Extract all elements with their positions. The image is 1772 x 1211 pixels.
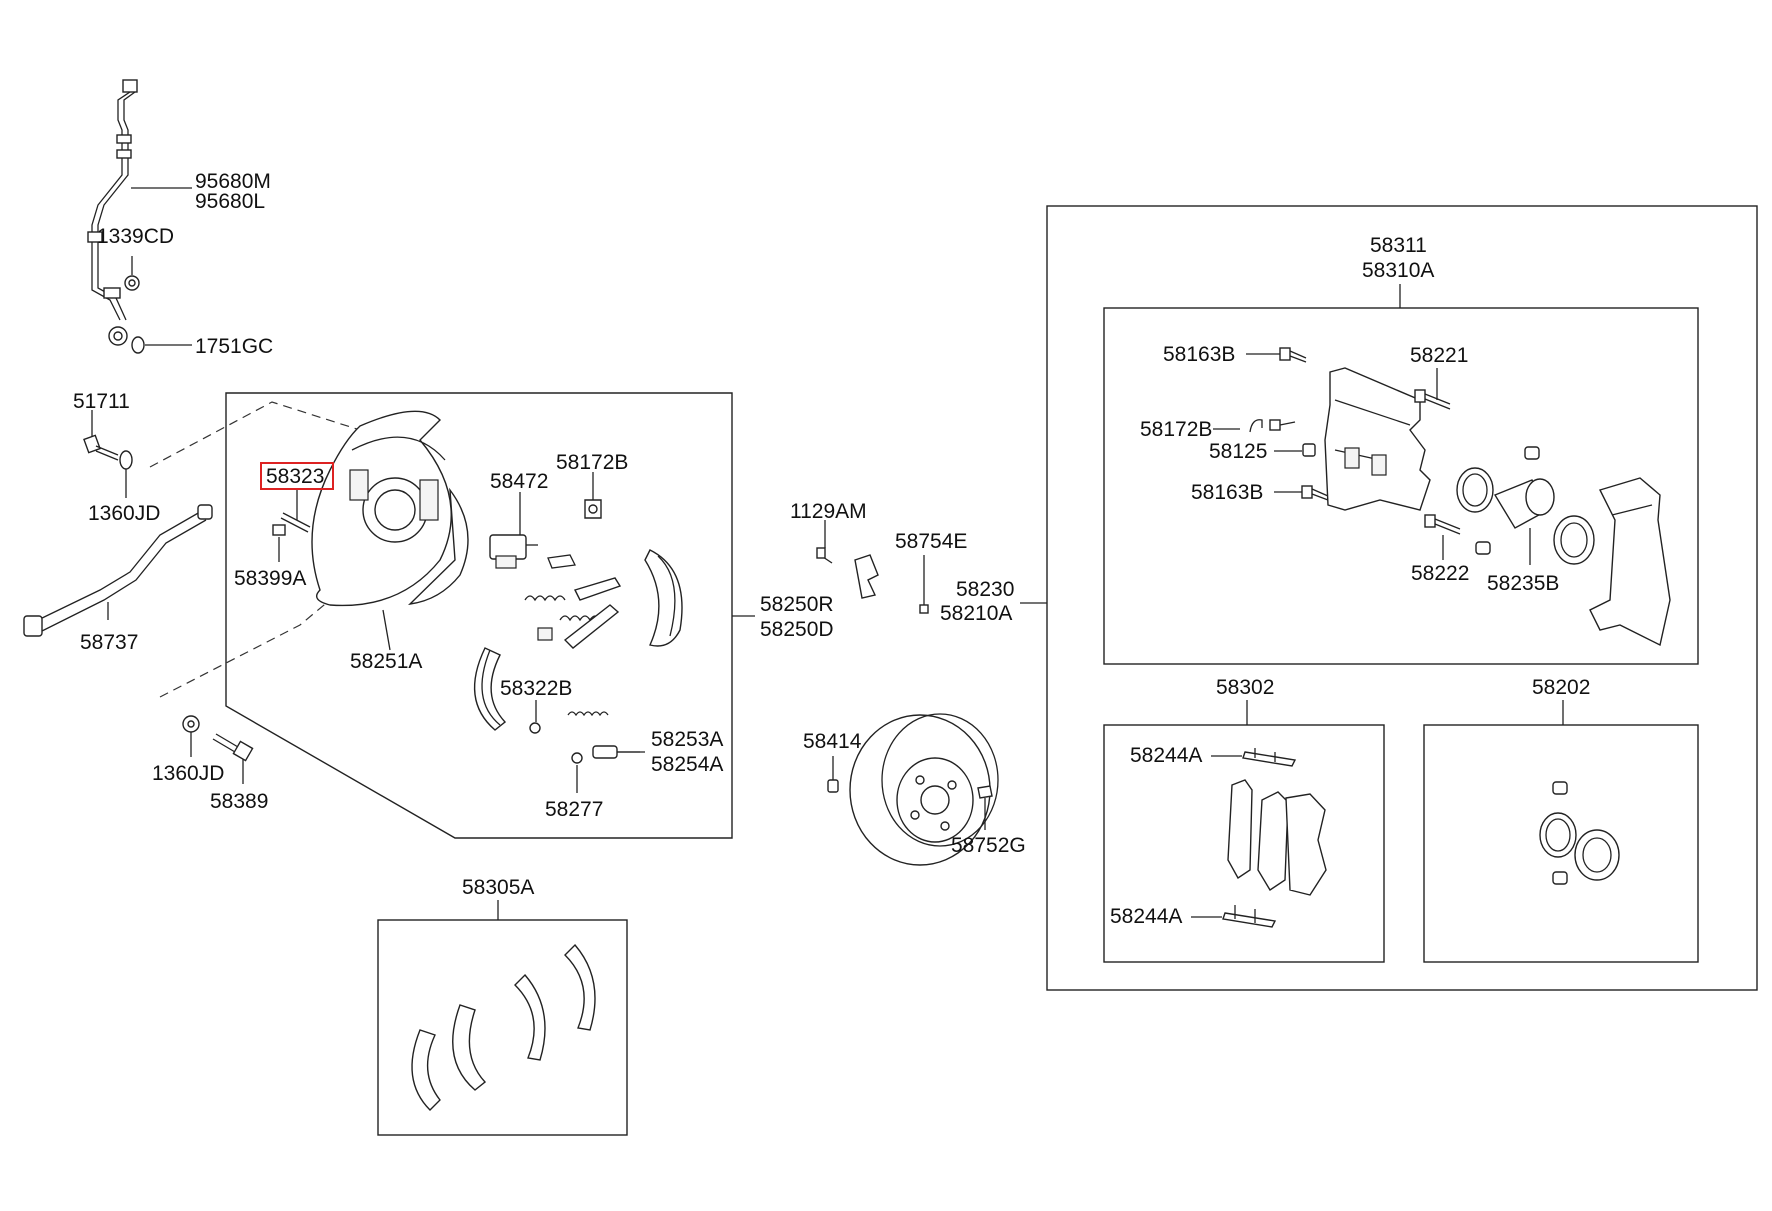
brake-pads-58302[interactable] xyxy=(1227,779,1327,896)
caliper-carrier-frame xyxy=(1103,307,1699,665)
clip-1751GC[interactable] xyxy=(131,336,145,354)
shoe-kit-58305A[interactable] xyxy=(411,943,596,1111)
adjuster-58472[interactable] xyxy=(489,534,538,569)
washer-1360JD-top[interactable] xyxy=(119,450,133,470)
clip-58172B-rear[interactable] xyxy=(584,499,602,519)
label-58310A: 58310A xyxy=(1362,259,1434,282)
seal-kit-58202[interactable] xyxy=(1539,781,1620,885)
bolt-58389[interactable] xyxy=(212,733,254,762)
label-58323: 58323 xyxy=(266,465,324,488)
nut-1339CD[interactable] xyxy=(124,275,140,291)
label-1360JD-bottom: 1360JD xyxy=(152,762,224,785)
bracket-58754E[interactable] xyxy=(854,554,879,599)
label-58754E: 58754E xyxy=(895,530,967,553)
bolt-51711[interactable] xyxy=(83,434,119,461)
label-1339CD: 1339CD xyxy=(97,225,174,248)
label-58752G: 58752G xyxy=(951,834,1026,857)
label-58125: 58125 xyxy=(1209,440,1267,463)
springs-and-levers[interactable] xyxy=(524,554,622,649)
guide-pin-58221[interactable] xyxy=(1414,389,1451,410)
label-58163B-top: 58163B xyxy=(1163,343,1235,366)
washer-1360JD-bottom[interactable] xyxy=(182,715,200,733)
label-95680M: 95680M xyxy=(195,170,271,193)
bleeder-58172B-front[interactable] xyxy=(1249,419,1296,433)
caliper-body[interactable] xyxy=(1324,367,1431,511)
label-58254A: 58254A xyxy=(651,753,723,776)
label-58399A: 58399A xyxy=(234,567,306,590)
shim-58244A-top[interactable] xyxy=(1242,748,1297,767)
brake-shoe-right[interactable] xyxy=(644,549,683,647)
label-58172B-rear: 58172B xyxy=(556,451,628,474)
clip-58752G[interactable] xyxy=(977,785,993,799)
wheel-speed-sensor[interactable] xyxy=(87,79,138,346)
label-58311: 58311 xyxy=(1370,234,1427,257)
label-58221: 58221 xyxy=(1410,344,1468,367)
label-51711: 51711 xyxy=(73,390,130,413)
label-58251A: 58251A xyxy=(350,650,422,673)
label-58202: 58202 xyxy=(1532,676,1590,699)
label-58244A-top: 58244A xyxy=(1130,744,1202,767)
bolt-58163B-bottom[interactable] xyxy=(1301,485,1329,501)
spring-58322B[interactable] xyxy=(529,711,609,734)
highlight-box-58323[interactable] xyxy=(260,462,334,490)
label-58414: 58414 xyxy=(803,730,862,753)
cap-58125[interactable] xyxy=(1302,443,1316,457)
label-58244A-bottom: 58244A xyxy=(1110,905,1182,928)
nut-58414[interactable] xyxy=(827,779,839,793)
front-caliper-outer-frame xyxy=(1046,205,1758,991)
piston-58235B[interactable] xyxy=(1493,478,1555,529)
label-1751GC: 1751GC xyxy=(195,335,273,358)
label-58277: 58277 xyxy=(545,798,603,821)
label-58235B: 58235B xyxy=(1487,572,1559,595)
spring-58277[interactable] xyxy=(571,752,583,764)
piston-seal-ring[interactable] xyxy=(1456,467,1494,513)
cup-58399A[interactable] xyxy=(272,524,286,536)
pad-kit-frame xyxy=(1103,724,1385,963)
label-95680L: 95680L xyxy=(195,190,265,213)
label-58389: 58389 xyxy=(210,790,268,813)
bolt-1129AM[interactable] xyxy=(816,547,833,564)
brake-disc[interactable] xyxy=(849,713,999,866)
seal-kit-frame xyxy=(1423,724,1699,963)
label-1360JD-top: 1360JD xyxy=(88,502,160,525)
caliper-bracket[interactable] xyxy=(1589,477,1671,647)
label-58322B: 58322B xyxy=(500,677,572,700)
label-58172B-front: 58172B xyxy=(1140,418,1212,441)
boot-small-top[interactable] xyxy=(1524,446,1540,460)
boot-small-bottom[interactable] xyxy=(1475,541,1491,555)
highlight-frame xyxy=(260,462,334,490)
label-58305A: 58305A xyxy=(462,876,534,899)
shoe-kit-frame xyxy=(377,919,628,1136)
brake-shoe-left[interactable] xyxy=(473,647,507,731)
shim-58244A-bottom[interactable] xyxy=(1222,905,1277,928)
label-58250D: 58250D xyxy=(760,618,834,641)
label-58230: 58230 xyxy=(956,578,1014,601)
label-58253A: 58253A xyxy=(651,728,723,751)
label-58210A: 58210A xyxy=(940,602,1012,625)
label-58472: 58472 xyxy=(490,470,548,493)
bolt-58163B-top[interactable] xyxy=(1279,347,1307,363)
rear-brake-assembly-frame xyxy=(225,392,733,839)
guide-pin-58222[interactable] xyxy=(1424,514,1461,535)
label-1129AM: 1129AM xyxy=(790,500,867,523)
nipple-58754E[interactable] xyxy=(919,604,929,614)
label-58250R: 58250R xyxy=(760,593,834,616)
label-58302: 58302 xyxy=(1216,676,1274,699)
label-58222: 58222 xyxy=(1411,562,1469,585)
brake-hose-58737[interactable] xyxy=(23,504,213,637)
backing-plate-58251A[interactable] xyxy=(311,410,469,607)
dust-boot-ring[interactable] xyxy=(1553,515,1595,565)
label-58737: 58737 xyxy=(80,631,138,654)
label-58163B-bottom: 58163B xyxy=(1191,481,1263,504)
